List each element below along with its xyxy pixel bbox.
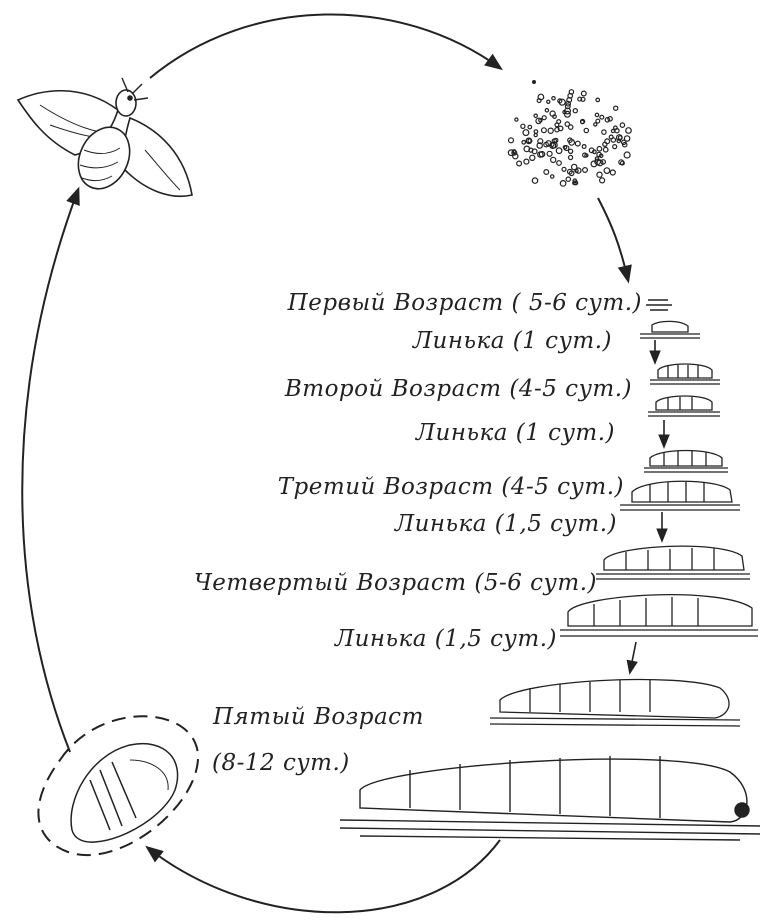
egg	[547, 100, 550, 103]
label-fourth-instar: Четвертый Возраст (5-6 сут.)	[194, 572, 597, 595]
egg	[569, 149, 573, 153]
egg	[569, 155, 573, 159]
egg	[626, 128, 632, 134]
egg	[620, 123, 624, 127]
egg	[544, 170, 549, 175]
label-first-instar: Первый Возраст ( 5-6 сут.)	[288, 292, 642, 315]
egg	[534, 134, 537, 137]
label-molt-2: Линька (1 сут.)	[416, 422, 615, 445]
cycle-arrow-larva-to-pupa	[148, 840, 500, 912]
egg	[575, 169, 578, 172]
egg	[545, 109, 548, 112]
larva-molt-4	[560, 595, 758, 636]
label-second-instar: Второй Возраст (4-5 сут.)	[285, 378, 632, 401]
egg	[523, 130, 529, 136]
cycle-arrow-eggs-to-larva	[598, 198, 628, 280]
egg	[614, 106, 618, 110]
moth-illustration	[18, 78, 192, 197]
egg	[602, 130, 606, 134]
egg	[617, 139, 620, 142]
egg	[556, 148, 562, 154]
egg	[603, 147, 608, 152]
egg	[542, 116, 546, 120]
egg	[614, 126, 618, 130]
egg	[551, 175, 554, 178]
egg	[542, 128, 547, 133]
egg	[534, 114, 537, 117]
label-molt-4: Линька (1,5 сут.)	[335, 628, 557, 651]
egg	[600, 178, 605, 183]
egg	[522, 141, 526, 145]
label-fifth-instar-duration: (8-12 сут.)	[212, 752, 350, 775]
larva-stage-5-large	[340, 756, 760, 840]
egg	[611, 138, 615, 142]
egg	[517, 161, 522, 166]
egg	[611, 129, 614, 132]
egg	[528, 125, 532, 129]
egg	[604, 168, 610, 174]
egg	[539, 119, 542, 122]
larva-molt-2	[648, 396, 720, 416]
egg	[624, 152, 630, 158]
egg	[597, 172, 602, 177]
label-molt-1: Линька (1 сут.)	[413, 330, 612, 353]
cycle-arrow-moth-to-eggs	[150, 14, 500, 78]
egg	[583, 168, 588, 173]
egg	[584, 128, 588, 132]
cycle-arrow-pupa-to-moth	[22, 190, 78, 752]
egg	[569, 125, 573, 129]
larva-stage-2	[650, 364, 720, 384]
egg	[557, 161, 562, 166]
label-molt-3: Линька (1,5 сут.)	[395, 513, 617, 536]
egg	[593, 150, 597, 154]
egg	[594, 123, 597, 126]
eggs-cluster	[508, 90, 631, 186]
egg	[509, 138, 514, 143]
egg	[596, 119, 600, 123]
egg	[578, 97, 582, 101]
egg	[547, 151, 552, 156]
larva-stage-5-small	[490, 679, 740, 726]
pupa-cocoon-illustration	[38, 716, 198, 855]
egg	[575, 141, 580, 146]
egg	[573, 109, 577, 113]
egg	[581, 91, 586, 96]
egg	[530, 155, 535, 160]
egg	[560, 181, 566, 187]
larva-stage-3	[644, 451, 728, 473]
egg	[563, 146, 566, 149]
egg	[600, 115, 604, 119]
egg	[597, 147, 602, 152]
egg	[515, 118, 518, 121]
egg	[621, 161, 625, 165]
egg	[566, 177, 570, 181]
egg	[562, 167, 566, 171]
egg	[596, 98, 600, 102]
egg	[610, 170, 615, 175]
larva-molt-1	[640, 321, 700, 338]
egg	[613, 145, 617, 149]
egg	[595, 113, 598, 116]
larva-stage-1	[646, 300, 672, 310]
egg	[524, 159, 529, 164]
egg	[548, 128, 553, 133]
egg	[534, 130, 538, 134]
egg	[532, 178, 537, 183]
label-third-instar: Третий Возраст (4-5 сут.)	[278, 476, 624, 499]
instar-arrow-4	[630, 642, 636, 672]
label-fifth-instar: Пятый Возраст	[213, 706, 424, 729]
egg	[557, 120, 561, 124]
larva-stage-4	[596, 546, 750, 579]
egg	[582, 145, 586, 149]
egg	[624, 136, 629, 141]
egg	[552, 97, 555, 100]
egg	[551, 157, 556, 162]
egg	[521, 124, 525, 128]
egg-dot	[532, 80, 536, 84]
larva-molt-3	[620, 481, 740, 510]
